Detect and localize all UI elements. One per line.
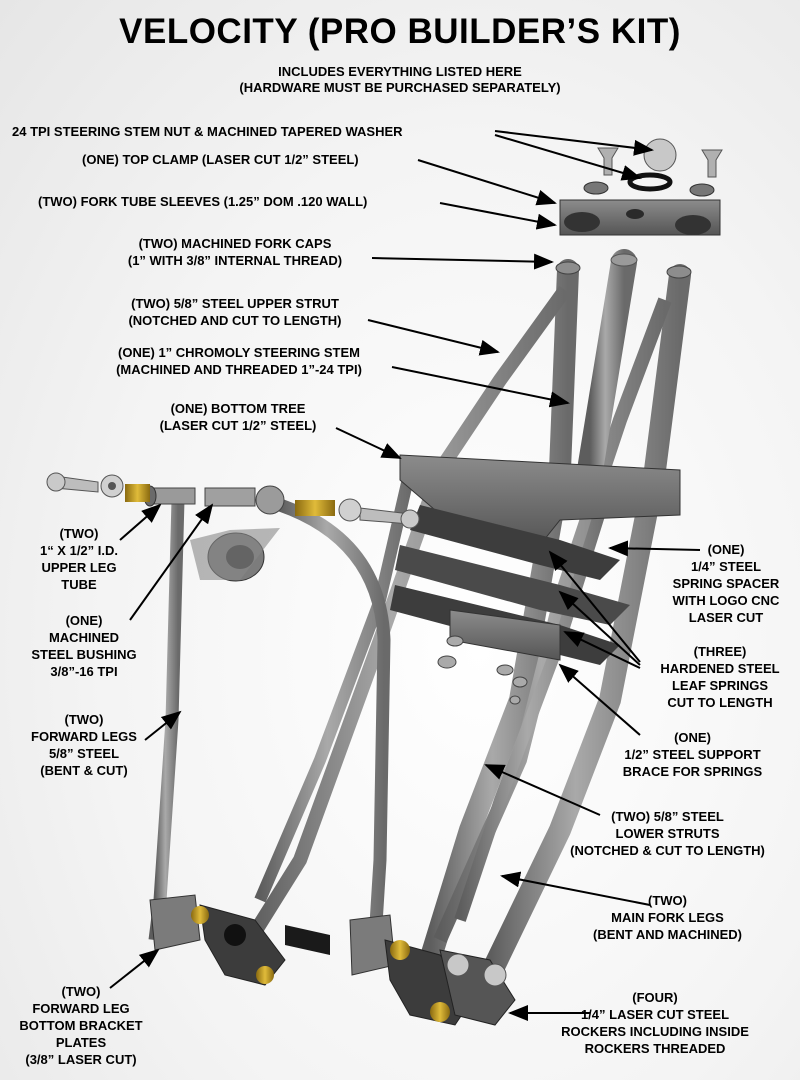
subtitle-line-1: INCLUDES EVERYTHING LISTED HERE [278, 64, 522, 79]
label-leaf-springs: (THREE) HARDENED STEEL LEAF SPRINGS CUT … [660, 644, 780, 710]
bottom-bracket-plates [149, 894, 396, 976]
callout-arrows [109, 130, 701, 1021]
label-main-fork-legs: (TWO) MAIN FORK LEGS (BENT AND MACHINED) [592, 893, 742, 942]
steering-stem [577, 249, 638, 483]
label-upper-strut: (TWO) 5/8” STEEL UPPER STRUT (NOTCHED AN… [128, 296, 342, 328]
label-support-brace: (ONE) 1/2” STEEL SUPPORT BRACE FOR SPRIN… [622, 730, 763, 779]
subtitle-line-2: (HARDWARE MUST BE PURCHASED SEPARATELY) [239, 80, 561, 95]
label-fork-caps: (TWO) MACHINED FORK CAPS (1” WITH 3/8” I… [127, 236, 343, 268]
label-machined-bushing: (ONE) MACHINED STEEL BUSHING 3/8”-16 TPI [31, 613, 137, 679]
page-title: VELOCITY (PRO BUILDER’S KIT) [119, 12, 681, 51]
label-steering-stem: (ONE) 1” CHROMOLY STEERING STEM (MACHINE… [116, 345, 362, 377]
label-stem-nut: 24 TPI STEERING STEM NUT & MACHINED TAPE… [12, 124, 403, 139]
label-lower-struts: (TWO) 5/8” STEEL LOWER STRUTS (NOTCHED &… [570, 809, 765, 858]
left-bolts [46, 472, 420, 529]
label-fork-tube-sleeves: (TWO) FORK TUBE SLEEVES (1.25” DOM .120 … [38, 194, 368, 209]
label-upper-leg-tube: (TWO) 1“ X 1/2” I.D. UPPER LEG TUBE [39, 526, 119, 592]
spring-support-brace [449, 609, 561, 661]
rockers [191, 904, 516, 1026]
upper-leg-assembly [125, 484, 335, 582]
subtitle: INCLUDES EVERYTHING LISTED HERE (HARDWAR… [0, 64, 800, 96]
label-forward-legs: (TWO) FORWARD LEGS 5/8” STEEL (BENT & CU… [31, 712, 137, 778]
label-rockers: (FOUR) 1/4” LASER CUT STEEL ROCKERS INCL… [561, 990, 749, 1056]
label-bottom-tree: (ONE) BOTTOM TREE (LASER CUT 1/2” STEEL) [159, 401, 317, 433]
label-bottom-bracket-plates: (TWO) FORWARD LEG BOTTOM BRACKET PLATES … [19, 984, 143, 1067]
label-spring-spacer: (ONE) 1/4” STEEL SPRING SPACER WITH LOGO… [672, 542, 780, 625]
fork-caps [555, 261, 692, 279]
top-clamp [559, 199, 721, 236]
label-top-clamp: (ONE) TOP CLAMP (LASER CUT 1/2” STEEL) [82, 152, 359, 167]
small-nuts [437, 635, 528, 705]
